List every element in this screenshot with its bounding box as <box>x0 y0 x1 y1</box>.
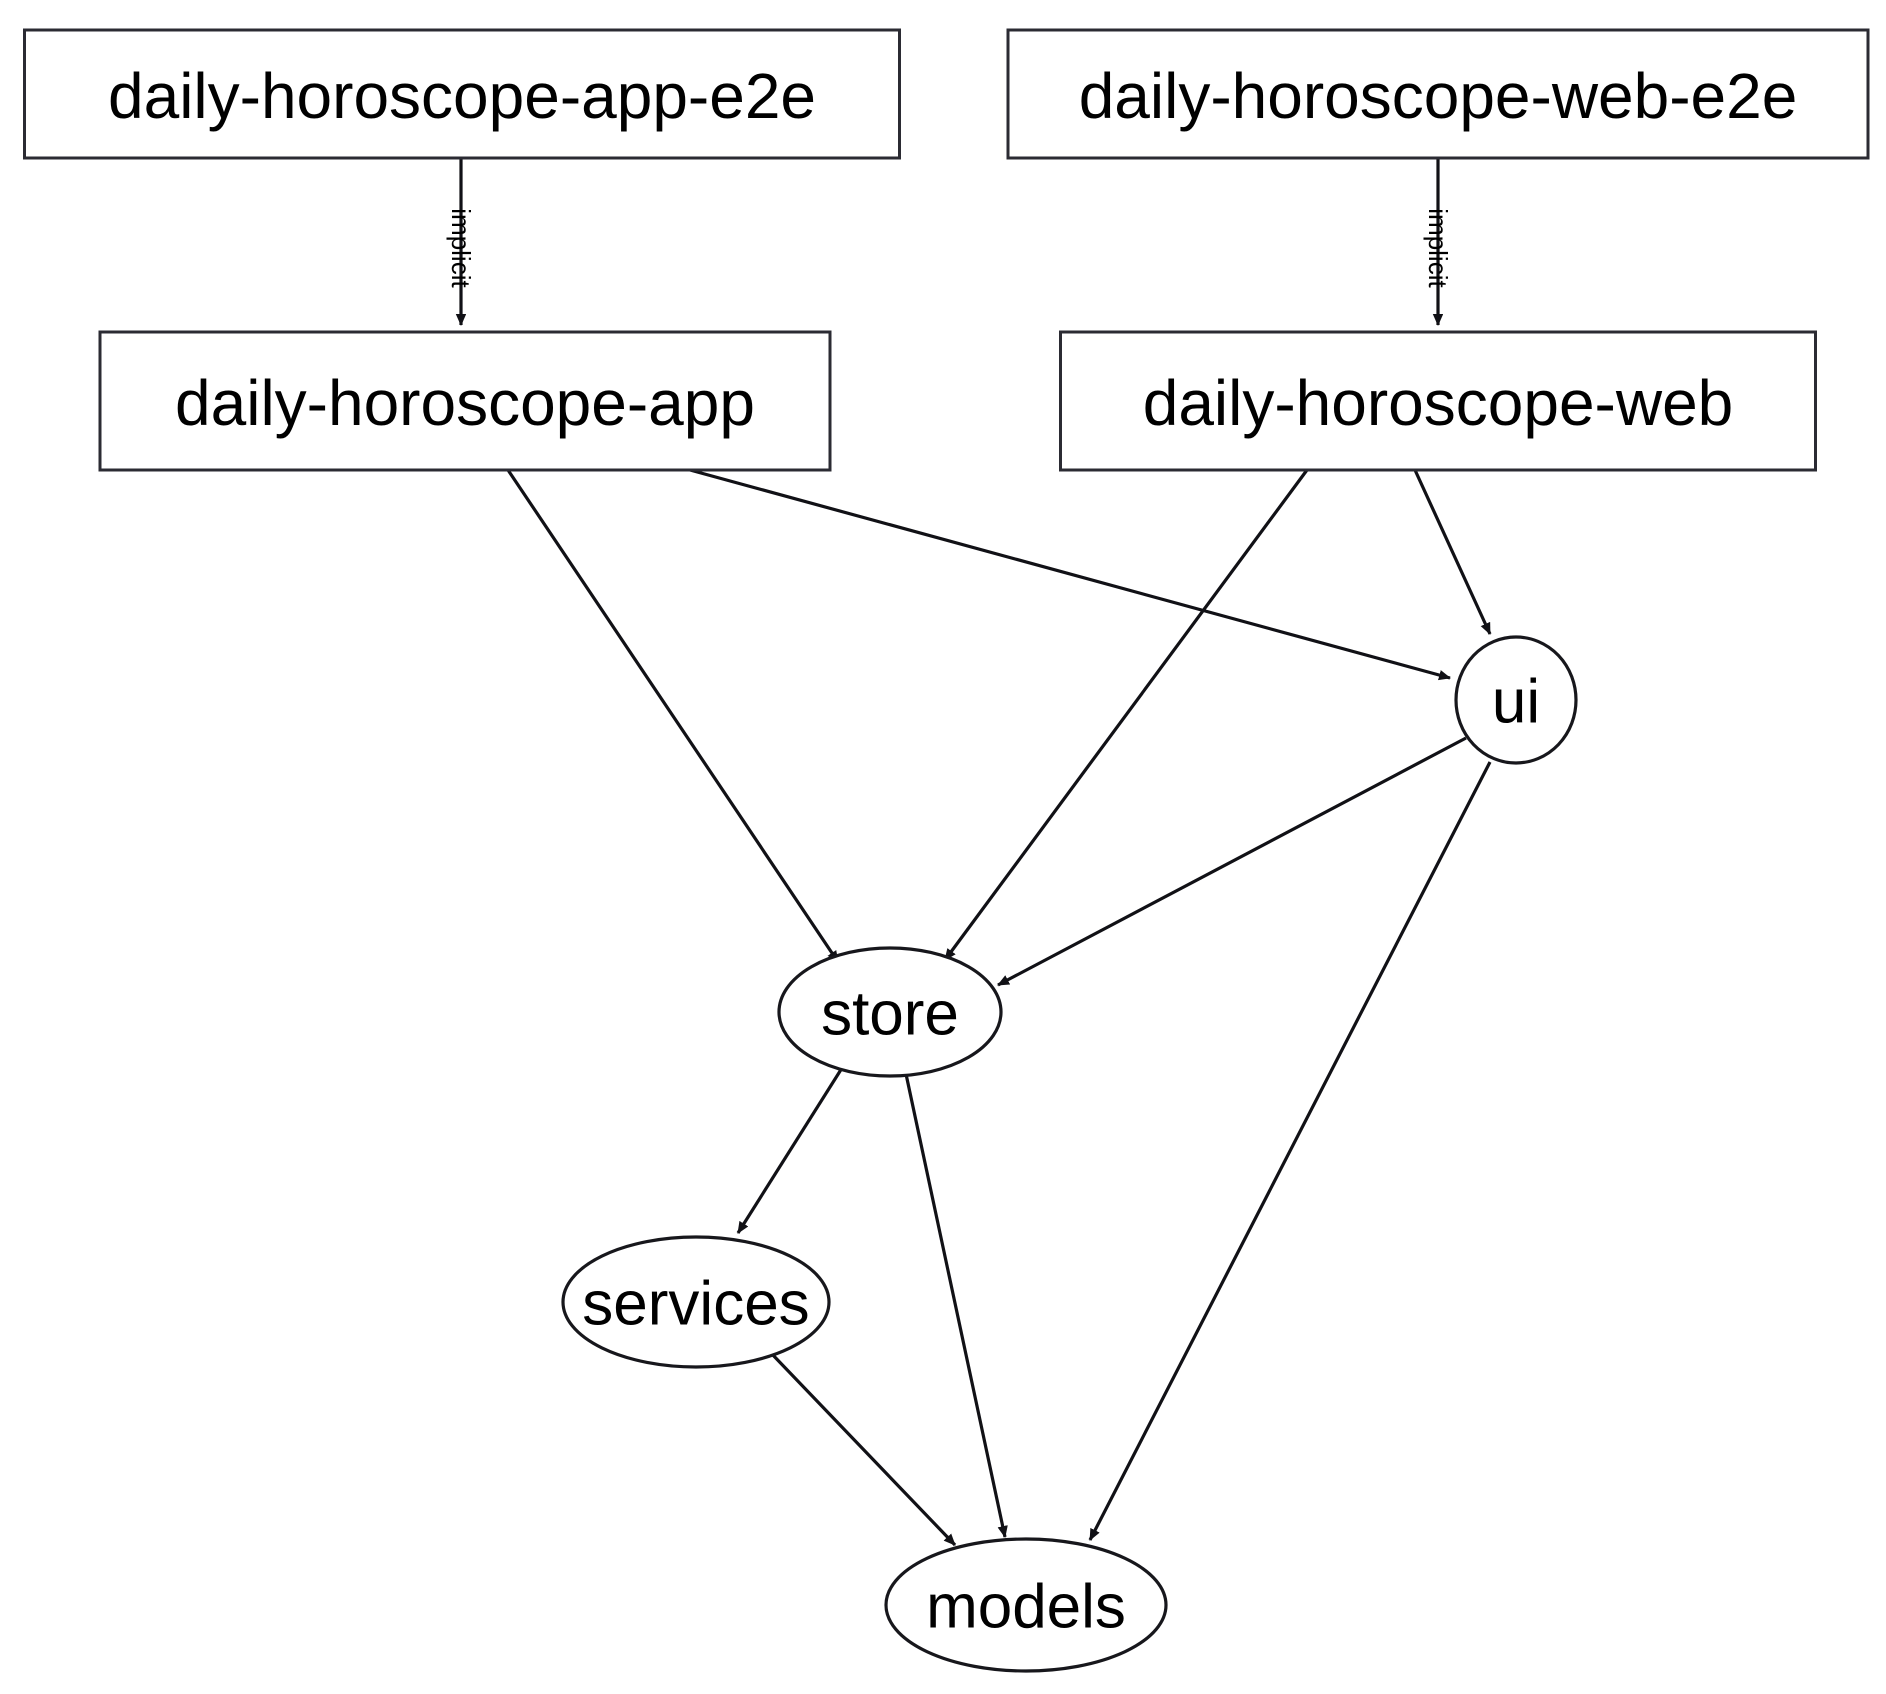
nodes-layer: daily-horoscope-app-e2e daily-horoscope-w… <box>23 28 1870 1673</box>
node-services[interactable]: services <box>561 1235 831 1369</box>
node-shape-rect-daily-horoscope-web-e2e <box>1006 28 1870 160</box>
edge-label-e2: implicit <box>1423 208 1453 288</box>
node-models[interactable]: models <box>884 1537 1168 1673</box>
node-shape-ellipse-services <box>561 1235 831 1369</box>
edge-daily-horoscope-app-to-store <box>506 469 840 963</box>
node-ui[interactable]: ui <box>1454 635 1578 765</box>
edge-store-to-services <box>736 1067 844 1234</box>
edges-layer <box>455 158 1492 1547</box>
node-daily-horoscope-web-e2e[interactable]: daily-horoscope-web-e2e <box>1006 28 1870 160</box>
edge-ui-to-store <box>997 736 1467 987</box>
edge-labels-layer: implicit implicit <box>446 208 1453 288</box>
node-shape-ellipse-models <box>884 1537 1168 1673</box>
node-store[interactable]: store <box>777 946 1003 1078</box>
node-shape-ellipse-ui <box>1454 635 1578 765</box>
node-shape-ellipse-store <box>777 946 1003 1078</box>
node-shape-rect-daily-horoscope-app <box>98 330 832 472</box>
node-shape-rect-daily-horoscope-app-e2e <box>23 28 901 160</box>
node-shape-rect-daily-horoscope-web <box>1059 330 1817 472</box>
edge-services-to-models <box>768 1350 957 1547</box>
edge-daily-horoscope-web-to-ui <box>1413 469 1492 635</box>
edge-store-to-models <box>904 1073 1008 1538</box>
edge-daily-horoscope-web-to-store <box>943 469 1309 961</box>
node-daily-horoscope-app-e2e[interactable]: daily-horoscope-app-e2e <box>23 28 901 160</box>
node-daily-horoscope-app[interactable]: daily-horoscope-app <box>98 330 832 472</box>
edge-daily-horoscope-app-to-ui <box>689 468 1451 681</box>
edge-label-e1: implicit <box>446 208 476 288</box>
edge-ui-to-models <box>1088 761 1492 1541</box>
node-daily-horoscope-web[interactable]: daily-horoscope-web <box>1059 330 1817 472</box>
